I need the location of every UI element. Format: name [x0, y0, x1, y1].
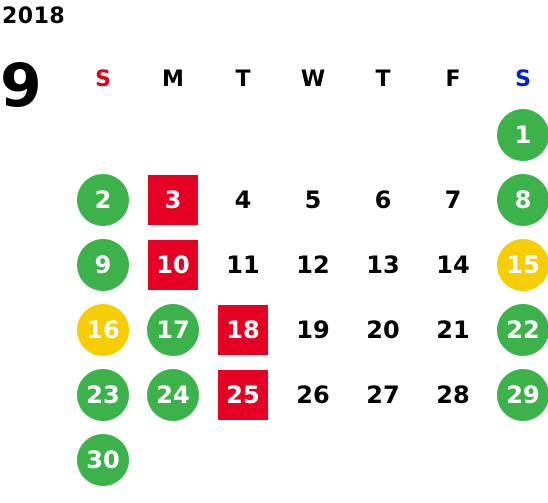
- weekday-header: T: [235, 67, 251, 92]
- day-cell-circle-marked: 2: [77, 173, 129, 226]
- day-cell: 20: [366, 315, 400, 344]
- day-cell-square-marked: 25: [218, 369, 268, 420]
- day-cell-circle-marked: 17: [147, 303, 199, 356]
- day-cell: 13: [366, 250, 400, 279]
- day-cell-circle-marked: 9: [77, 238, 129, 291]
- day-cell: 14: [436, 250, 470, 279]
- day-cell: 6: [374, 185, 392, 214]
- day-cell-circle-marked: 1: [497, 108, 548, 161]
- calendar-month: 9: [0, 51, 42, 121]
- day-cell: 28: [436, 380, 470, 409]
- day-cell: 7: [444, 185, 462, 214]
- day-cell: 5: [304, 185, 322, 214]
- day-cell: 12: [296, 250, 330, 279]
- weekday-header: W: [300, 67, 326, 92]
- day-cell-circle-marked: 29: [497, 368, 548, 421]
- day-cell-circle-marked: 8: [497, 173, 548, 226]
- day-cell: 27: [366, 380, 400, 409]
- day-cell-square-marked: 18: [218, 304, 268, 355]
- weekday-header: S: [95, 67, 111, 92]
- calendar-year: 2018: [2, 4, 66, 29]
- day-cell-square-marked: 3: [148, 174, 198, 225]
- day-cell-circle-marked: 24: [147, 368, 199, 421]
- day-cell-circle-marked: 23: [77, 368, 129, 421]
- weekday-header: F: [445, 67, 461, 92]
- day-cell-circle-marked: 15: [497, 238, 548, 291]
- day-cell-square-marked: 10: [148, 239, 198, 290]
- weekday-header: T: [375, 67, 391, 92]
- day-cell: 11: [226, 250, 260, 279]
- day-cell: 19: [296, 315, 330, 344]
- weekday-header: M: [162, 67, 184, 92]
- day-cell: 4: [234, 185, 252, 214]
- day-cell-circle-marked: 30: [77, 433, 129, 486]
- day-cell-circle-marked: 22: [497, 303, 548, 356]
- day-cell-circle-marked: 16: [77, 303, 129, 356]
- day-cell: 26: [296, 380, 330, 409]
- day-cell: 21: [436, 315, 470, 344]
- weekday-header: S: [515, 67, 531, 92]
